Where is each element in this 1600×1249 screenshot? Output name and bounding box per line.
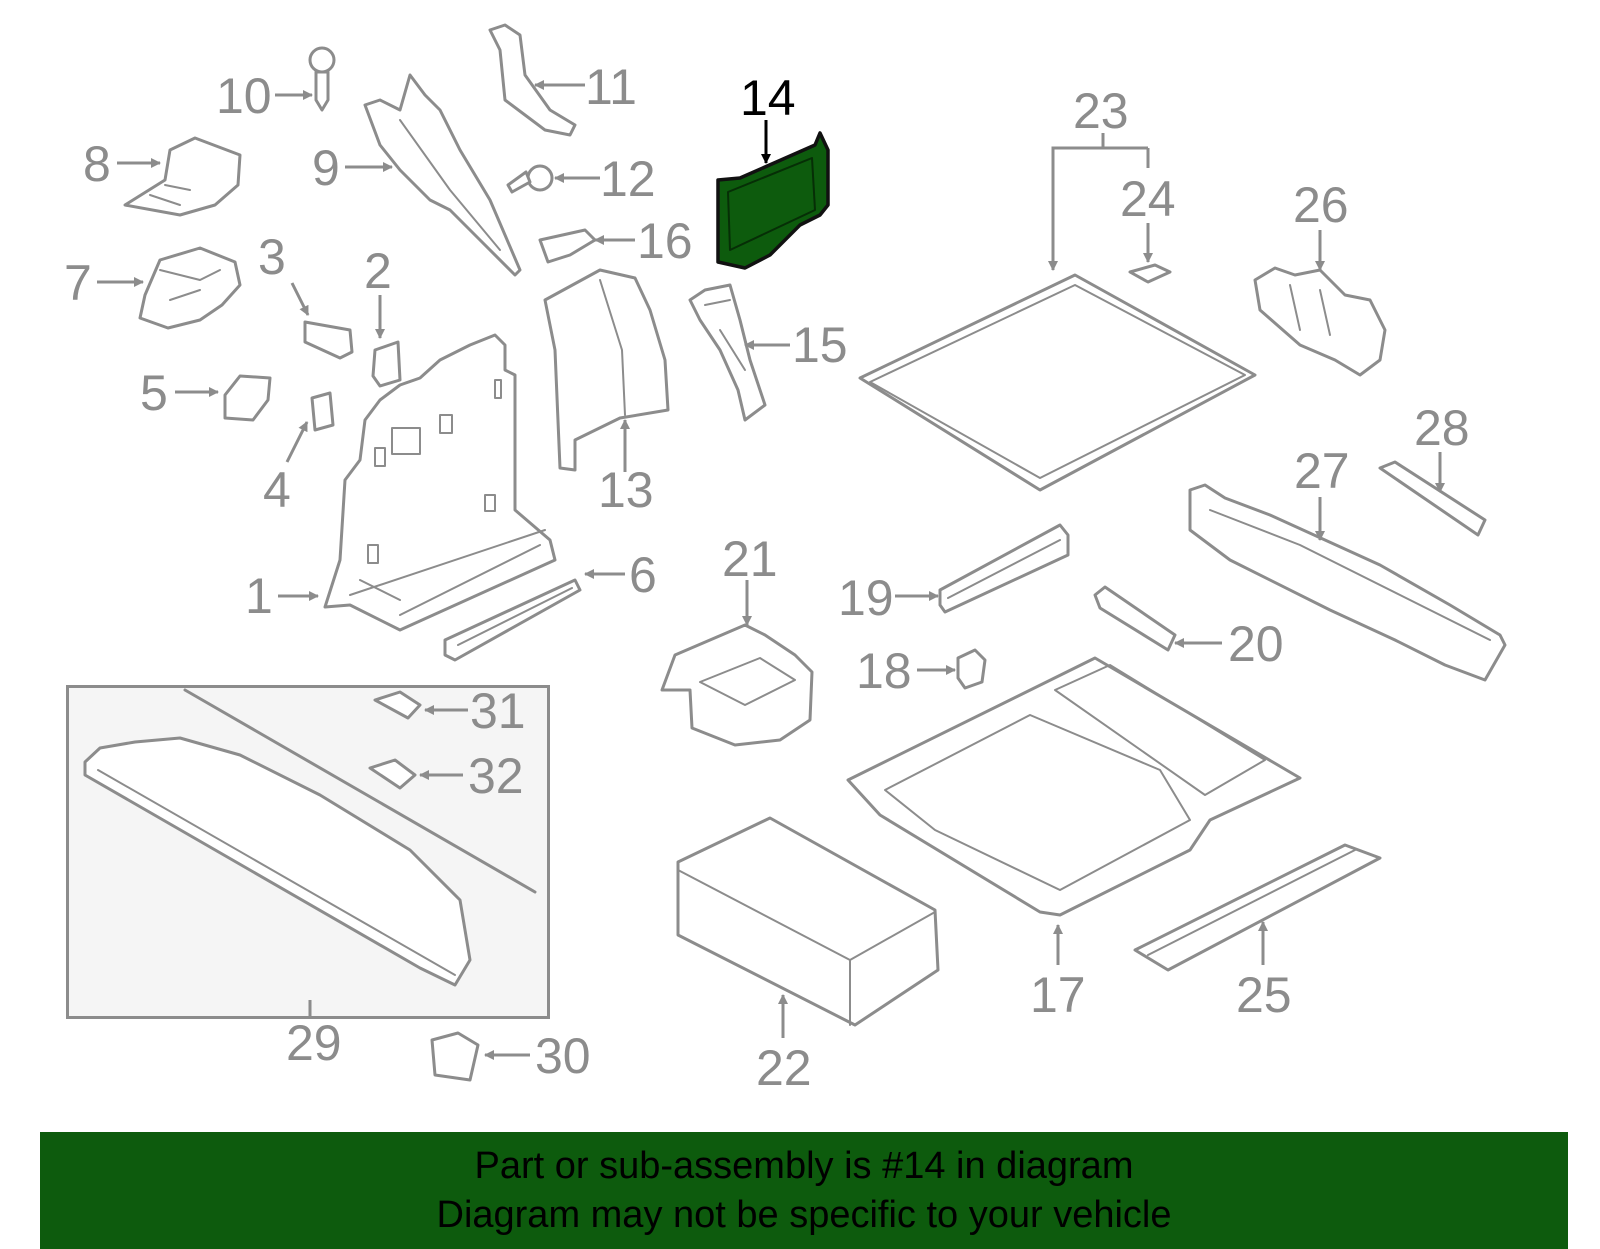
callout-7: 7 [64, 255, 92, 311]
callout-10: 10 [216, 68, 272, 124]
callout-9: 9 [312, 140, 340, 196]
part-25-rail[interactable] [1133, 843, 1382, 972]
part-4-clip[interactable] [310, 391, 335, 432]
callout-1: 1 [245, 568, 273, 624]
part-22-storage-box[interactable] [676, 816, 940, 1027]
part-15-pillar-trim[interactable] [688, 283, 767, 422]
callout-18: 18 [856, 643, 912, 699]
callout-27: 27 [1294, 443, 1350, 499]
part-5-cover[interactable] [223, 374, 272, 422]
callout-23: 23 [1073, 83, 1129, 139]
callout-19: 19 [838, 570, 894, 626]
part-20-bracket[interactable] [1093, 585, 1177, 652]
part-9-pillar-trim[interactable] [363, 73, 522, 277]
callout-16: 16 [637, 213, 693, 269]
callout-26: 26 [1293, 177, 1349, 233]
part-13-trim-panel[interactable] [543, 268, 670, 472]
callout-30: 30 [535, 1028, 591, 1084]
part-30-clip[interactable] [430, 1031, 480, 1082]
part-2-clip[interactable] [371, 340, 402, 388]
part-7-bracket[interactable] [138, 246, 242, 330]
info-banner: Part or sub-assembly is #14 in diagram D… [40, 1132, 1568, 1249]
part-26-bracket[interactable] [1253, 266, 1387, 377]
callout-4: 4 [263, 462, 291, 518]
callout-29: 29 [286, 1015, 342, 1071]
part-1-side-trim-panel[interactable] [323, 333, 557, 632]
banner-line-2: Diagram may not be specific to your vehi… [436, 1194, 1172, 1236]
callout-21: 21 [722, 531, 778, 587]
part-12-screw[interactable] [506, 164, 554, 194]
callout-32: 32 [468, 748, 524, 804]
callout-20: 20 [1228, 616, 1284, 672]
part-17-floor-tray[interactable] [846, 656, 1302, 917]
part-6-sill-plate[interactable] [443, 578, 582, 662]
callout-6: 6 [629, 547, 657, 603]
callout-2: 2 [364, 243, 392, 299]
callout-28: 28 [1414, 400, 1470, 456]
leader-lines [97, 80, 1445, 1060]
callout-22: 22 [756, 1040, 812, 1096]
part-10-screw[interactable] [308, 46, 336, 112]
callout-17: 17 [1030, 967, 1086, 1023]
callout-8: 8 [83, 136, 111, 192]
callout-11: 11 [585, 59, 637, 115]
part-19-strip[interactable] [938, 523, 1070, 614]
callout-15: 15 [792, 317, 848, 373]
part-14-highlighted-panel[interactable] [716, 131, 830, 270]
callout-3: 3 [258, 229, 286, 285]
callout-5: 5 [140, 365, 168, 421]
part-11-bracket[interactable] [488, 23, 577, 137]
callout-13: 13 [598, 462, 654, 518]
part-16-clip[interactable] [538, 228, 597, 264]
callout-31: 31 [470, 683, 526, 739]
part-18-clip[interactable] [956, 648, 987, 690]
part-24-clip[interactable] [1128, 263, 1172, 284]
part-32-clip[interactable] [368, 758, 417, 790]
banner-line-1: Part or sub-assembly is #14 in diagram [474, 1145, 1134, 1187]
part-23-floor-panel[interactable] [858, 273, 1257, 492]
part-31-clip[interactable] [373, 690, 422, 720]
part-27-rear-sill[interactable] [1188, 483, 1507, 682]
callout-25: 25 [1236, 967, 1292, 1023]
part-3-clip[interactable] [303, 320, 354, 360]
part-21-storage-bin[interactable] [660, 623, 814, 747]
callout-14: 14 [740, 70, 796, 126]
callout-24: 24 [1120, 171, 1176, 227]
part-8-bracket[interactable] [123, 136, 242, 217]
part-29-cargo-cover[interactable] [83, 688, 537, 987]
callout-labels: 1 2 3 4 5 6 7 8 9 10 11 12 13 14 15 16 1… [64, 59, 1470, 1096]
callout-12: 12 [600, 151, 656, 207]
part-28-strip[interactable] [1378, 460, 1487, 537]
